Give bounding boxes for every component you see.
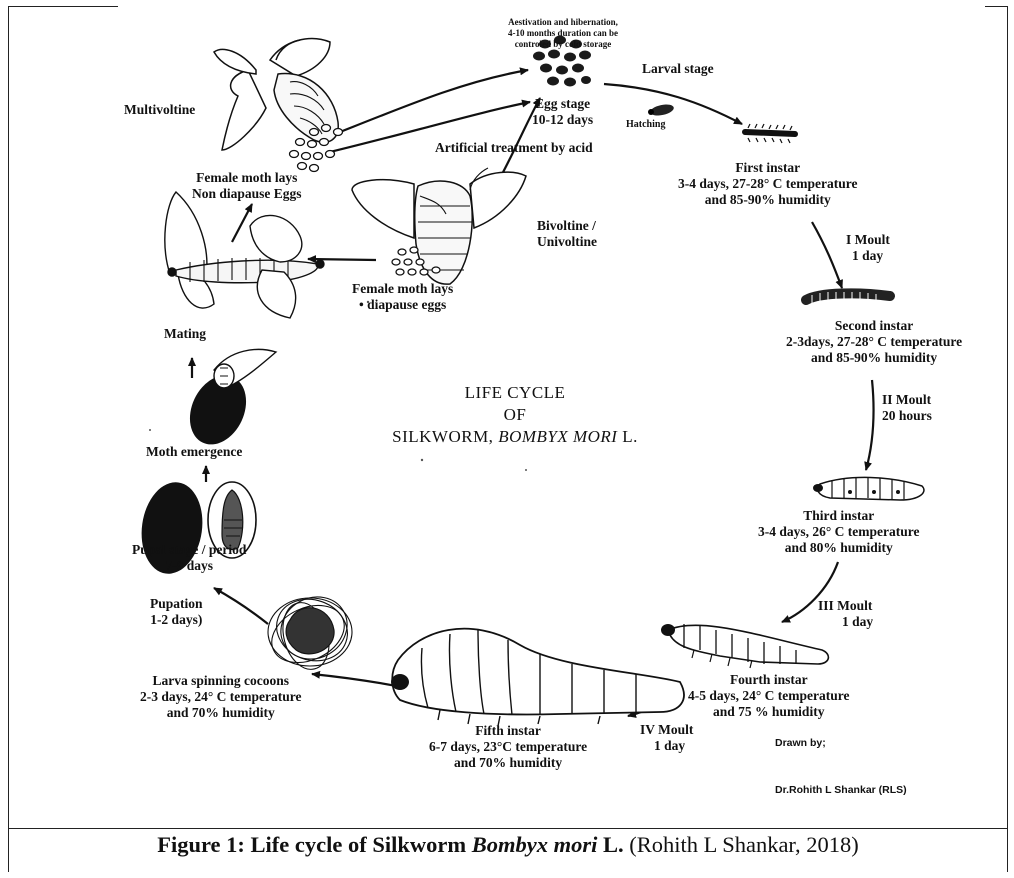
- center-title: LIFE CYCLE OF SILKWORM, BOMBYX MORI L.: [370, 382, 660, 448]
- mating-label: Mating: [164, 326, 206, 342]
- bivoltine-label: Bivoltine /Univoltine: [537, 218, 597, 250]
- arrow-first-to-second: [812, 222, 842, 288]
- arrow-egg-to-first-instar: [604, 84, 742, 124]
- arrow-second-to-third: [866, 380, 874, 470]
- fifth-instar-larva-icon: [391, 629, 684, 726]
- third-instar-larva-icon: [813, 477, 924, 500]
- caption-prefix: Figure 1: Life cycle of Silkworm: [157, 832, 472, 857]
- mating-moths-icon: [165, 192, 324, 318]
- caption-suffix: L.: [597, 832, 623, 857]
- author-credit-label: Dr.Rohith L Shankar (RLS): [775, 782, 907, 798]
- moth-emergence-label: Moth emergence: [146, 444, 242, 460]
- second-instar-larva-icon: [806, 292, 890, 305]
- artificial-treatment-label: Artificial treatment by acid: [435, 140, 593, 156]
- caption-species: Bombyx mori: [472, 832, 598, 857]
- multivoltine-moth-icon: [214, 39, 338, 150]
- female-diapause-label: Female moth lays• diapause eggs: [352, 281, 453, 313]
- bivoltine-moth-icon: [352, 168, 526, 284]
- hatching-label: Hatching: [626, 117, 665, 133]
- hatching-larva-icon: [648, 103, 675, 118]
- larval-stage-label: Larval stage: [642, 61, 714, 77]
- nondiapause-eggs-icon: [290, 125, 343, 172]
- first-instar-larva-icon: [745, 124, 795, 143]
- arrow-multivoltine-to-egg: [340, 70, 528, 132]
- drawn-by-label: Drawn by;: [775, 735, 826, 751]
- spinning-cocoon-icon: [263, 585, 359, 675]
- emerging-moth-icon: [179, 349, 276, 453]
- fourth-instar-larva-icon: [661, 624, 828, 668]
- aestivation-label: Aestivation and hibernation,4-10 months …: [508, 17, 618, 50]
- multivoltine-label: Multivoltine: [124, 102, 195, 118]
- figure-caption: Figure 1: Life cycle of Silkworm Bombyx …: [8, 832, 1008, 858]
- arrow-mating-to-nondiapause: [232, 204, 252, 242]
- caption-citation: (Rohith L Shankar, 2018): [624, 832, 859, 857]
- arrow-spinning-to-pupa: [214, 588, 268, 624]
